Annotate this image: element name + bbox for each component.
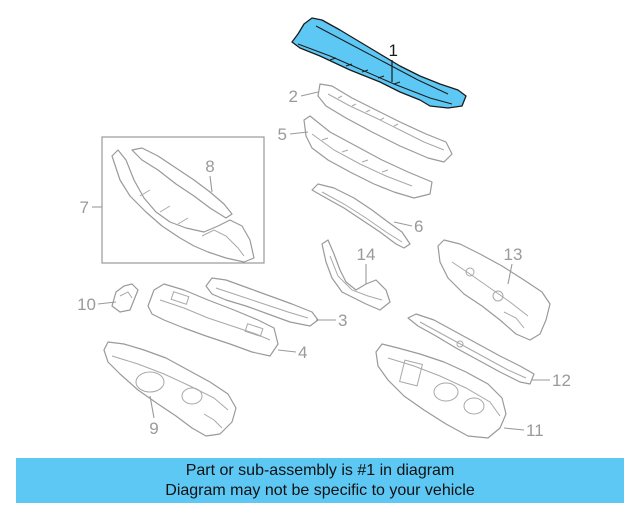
part-11-dash-panel-assembly bbox=[375, 343, 507, 439]
leader-11 bbox=[503, 427, 525, 431]
leader-13 bbox=[507, 263, 513, 285]
callout-5: 5 bbox=[278, 125, 287, 144]
callout-10: 10 bbox=[77, 295, 96, 314]
part-8-insulator bbox=[111, 147, 255, 263]
part-6-reinforcement bbox=[311, 183, 411, 249]
diagram-canvas: 1 2 5 6 7 8 14 13 10 3 4 9 12 11 bbox=[77, 17, 571, 440]
callout-8: 8 bbox=[205, 157, 214, 176]
info-banner: Part or sub-assembly is #1 in diagram Di… bbox=[16, 458, 624, 503]
callout-2: 2 bbox=[289, 87, 298, 106]
parts-diagram: 1 2 5 6 7 8 14 13 10 3 4 9 12 11 bbox=[77, 17, 571, 440]
leader-8 bbox=[209, 175, 213, 193]
detail-box-part-7 bbox=[101, 136, 265, 264]
part-12-reinforcement-bar bbox=[407, 313, 535, 385]
callout-11: 11 bbox=[526, 421, 544, 440]
leader-2 bbox=[300, 91, 319, 97]
part-14-bracket bbox=[321, 239, 391, 311]
leader-10 bbox=[97, 301, 117, 305]
part-5-cowl-top-panel bbox=[303, 115, 433, 199]
callout-12: 12 bbox=[552, 371, 571, 390]
callout-7: 7 bbox=[80, 198, 89, 217]
part-9-dash-panel bbox=[103, 341, 237, 437]
banner-line-part-number: Part or sub-assembly is #1 in diagram bbox=[185, 462, 455, 479]
callout-9: 9 bbox=[149, 419, 158, 438]
part-2-cowl-inner-panel bbox=[317, 83, 453, 163]
callout-4: 4 bbox=[298, 343, 307, 362]
leader-5 bbox=[289, 131, 309, 135]
callout-3: 3 bbox=[338, 311, 347, 330]
part-4-cowl-lower-panel bbox=[147, 283, 279, 357]
callout-13: 13 bbox=[504, 245, 523, 264]
callout-6: 6 bbox=[414, 217, 423, 236]
leader-6 bbox=[393, 221, 413, 227]
callout-1: 1 bbox=[389, 41, 398, 60]
leader-4 bbox=[277, 349, 297, 353]
banner-line-disclaimer: Diagram may not be specific to your vehi… bbox=[165, 482, 475, 499]
part-13-dash-silencer bbox=[437, 239, 551, 341]
part-10-bracket bbox=[111, 283, 139, 313]
part-1-cowl-panel bbox=[291, 17, 467, 109]
leader-9 bbox=[149, 395, 155, 419]
callout-14: 14 bbox=[357, 245, 376, 264]
